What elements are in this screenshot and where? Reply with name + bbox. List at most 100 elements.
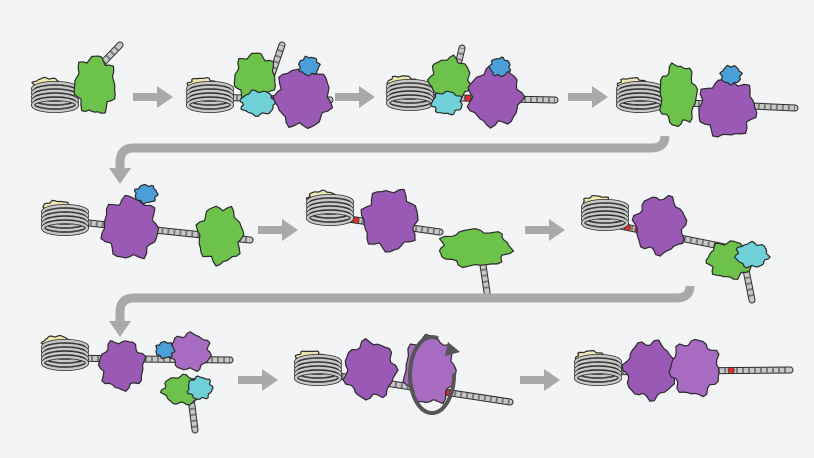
nucleosome-coil-fill <box>31 97 79 113</box>
purple-protein <box>698 77 758 138</box>
nucleosome <box>294 350 342 386</box>
green-protein <box>195 205 245 267</box>
purple-protein <box>631 194 688 257</box>
nucleosome-coil-fill <box>41 355 89 371</box>
purple-protein <box>272 62 334 129</box>
arrow-head <box>592 86 608 108</box>
arrow-head <box>109 321 131 337</box>
arrow-head <box>549 219 565 241</box>
purple-protein <box>342 338 399 401</box>
dna-mark <box>464 94 472 102</box>
nucleosome-coil-fill <box>581 207 629 223</box>
nucleosome-coil-fill <box>41 220 89 236</box>
nucleosome-coil-fill <box>306 210 354 226</box>
arrow-shaft <box>133 93 159 101</box>
cyan-protein <box>239 89 278 117</box>
nucleosome-coil-fill <box>41 347 89 363</box>
step-arrow <box>525 219 565 241</box>
rotation-arrow-icon <box>408 335 456 415</box>
arrow-head <box>109 168 131 184</box>
arrow-shaft <box>525 226 551 234</box>
purple-protein <box>621 339 678 402</box>
nucleosome <box>31 76 79 113</box>
purple-protein <box>97 340 147 392</box>
nucleosome <box>41 199 89 236</box>
nucleosome-coil-fill <box>574 362 622 378</box>
nucleosome <box>574 350 622 386</box>
dna-helix-twist <box>59 217 251 243</box>
blue-protein <box>133 184 159 205</box>
nucleosome-coil-fill <box>41 351 89 367</box>
arrow-shaft <box>568 93 594 101</box>
arrow-shaft <box>258 226 284 234</box>
arrow-shaft <box>115 285 695 323</box>
purple-protein <box>668 338 720 398</box>
dna-mark <box>727 367 735 375</box>
arrow-head <box>262 369 278 391</box>
nucleosome-coil-fill <box>386 91 434 107</box>
dna-helix-twist <box>619 97 796 111</box>
arrow-shaft <box>335 93 361 101</box>
step-arrow <box>335 86 375 108</box>
nucleosome-coil-fill <box>574 370 622 386</box>
step-arrow <box>238 369 278 391</box>
row-transition-arrow <box>109 135 670 184</box>
nucleosome <box>186 77 234 113</box>
step-arrow <box>520 369 560 391</box>
step-2 <box>186 41 334 129</box>
step-10 <box>574 338 794 402</box>
purple-protein <box>100 194 160 260</box>
rotation-arrowhead-icon <box>445 342 460 356</box>
nucleosome-coil-fill <box>41 216 89 232</box>
blue-protein <box>298 55 321 77</box>
nucleosome-coil-fill <box>186 89 234 105</box>
nucleosome-coil-fill <box>581 215 629 231</box>
step-5 <box>41 184 254 267</box>
blue-protein <box>155 340 176 360</box>
step-7 <box>581 194 771 304</box>
nucleosome-coil-fill <box>306 206 354 222</box>
step-1 <box>31 41 124 114</box>
green-protein <box>438 228 515 269</box>
nucleosome <box>40 334 89 371</box>
step-8 <box>40 331 234 434</box>
step-4 <box>616 62 799 138</box>
nucleosome <box>305 189 354 226</box>
arrow-head <box>359 86 375 108</box>
green-protein <box>659 62 699 128</box>
nucleosome-coil-fill <box>306 202 354 218</box>
nucleosome-coil-fill <box>581 211 629 227</box>
nucleosome-coil-fill <box>41 212 89 228</box>
arrow-head <box>157 86 173 108</box>
blue-protein <box>488 56 512 78</box>
nucleosome-coil-fill <box>294 366 342 382</box>
step-arrow <box>133 86 173 108</box>
nucleosome <box>581 195 629 231</box>
dna-helix-twist <box>579 367 791 375</box>
nucleosome <box>616 77 664 113</box>
arrow-shaft <box>520 376 546 384</box>
cyan-protein <box>429 90 463 116</box>
step-3 <box>386 44 559 129</box>
nucleosome-coil-fill <box>294 370 342 386</box>
nucleosome-coil-fill <box>186 97 234 113</box>
nucleosome-coil-fill <box>386 87 434 103</box>
arrow-head <box>282 219 298 241</box>
cyan-protein <box>734 240 771 269</box>
purple-protein <box>360 188 419 253</box>
nucleosome <box>386 75 434 111</box>
step-arrow <box>258 219 298 241</box>
green-protein <box>73 55 116 114</box>
nucleosome-coil-fill <box>574 366 622 382</box>
step-6 <box>305 188 515 296</box>
nucleosome-coil-fill <box>186 93 234 109</box>
arrow-shaft <box>238 376 264 384</box>
arrow-shaft <box>115 135 670 170</box>
row-transition-arrow <box>109 285 695 337</box>
cyan-protein <box>186 375 214 400</box>
arrow-head <box>544 369 560 391</box>
dna-helix-twist <box>452 47 465 79</box>
step-arrow <box>568 86 608 108</box>
nucleosome-coil-fill <box>294 362 342 378</box>
